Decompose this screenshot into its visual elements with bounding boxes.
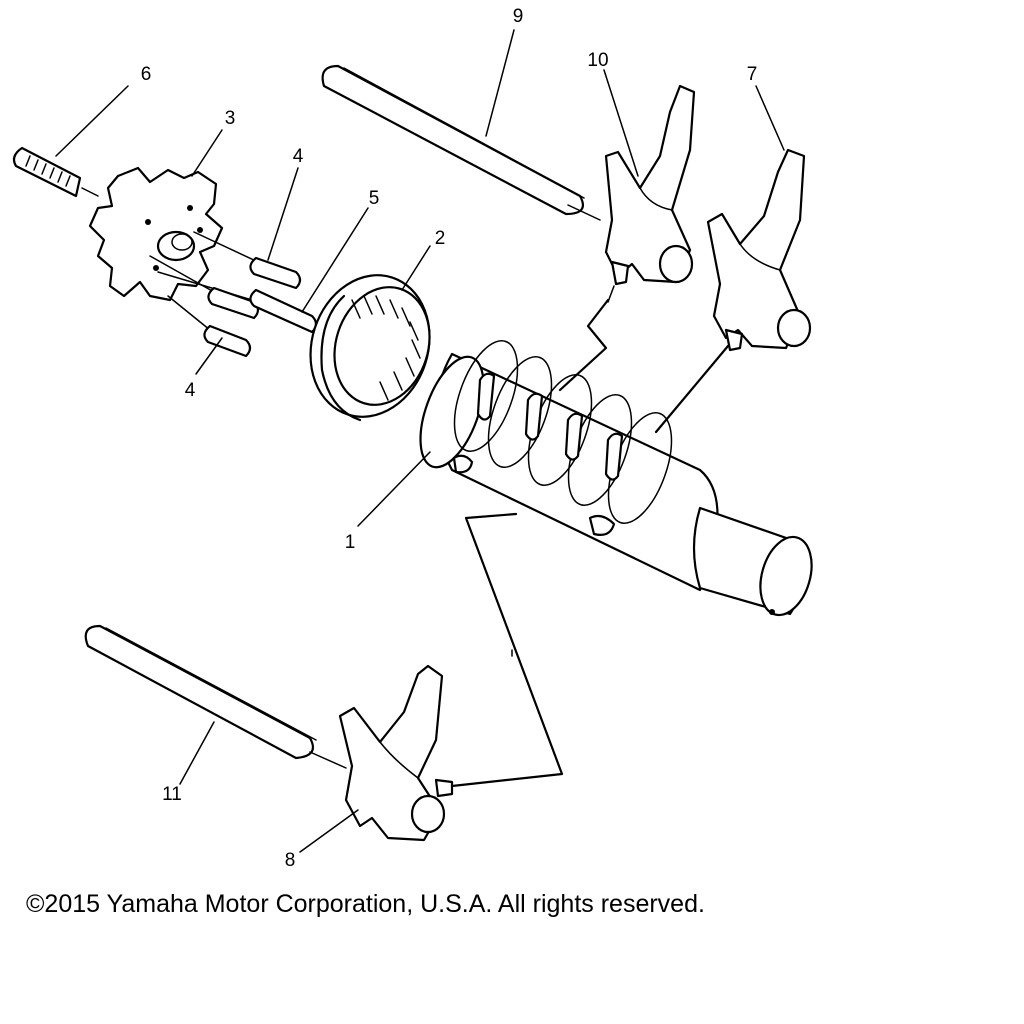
callout-4-upper: 4 (293, 146, 304, 167)
leader-5 (301, 207, 369, 313)
callout-10: 9 (513, 6, 524, 27)
shift-fork-8[interactable] (338, 664, 454, 842)
callout-8: 8 (285, 850, 296, 871)
leader-9 (603, 69, 639, 177)
leader-3 (191, 129, 223, 177)
shift-rod-lower[interactable] (84, 624, 347, 769)
leader-7 (755, 85, 785, 151)
callout-1: 1 (345, 532, 356, 553)
callout-7: 7 (747, 64, 758, 85)
shift-drum-segment[interactable] (88, 166, 259, 331)
callout-6: 6 (141, 64, 152, 85)
segment-screw[interactable] (12, 146, 99, 198)
leader-8 (299, 809, 359, 853)
dowel-pin-lower[interactable] (203, 324, 252, 358)
callout-11: 11 (162, 784, 182, 805)
leader-11 (179, 721, 215, 785)
leader-4-upper (267, 167, 299, 261)
callout-5: 5 (369, 188, 380, 209)
callout-4-lower: 4 (185, 380, 196, 401)
leader-2 (401, 245, 431, 291)
copyright-notice: ©2015 Yamaha Motor Corporation, U.S.A. A… (26, 890, 705, 918)
shift-fork-7[interactable] (706, 148, 812, 352)
exploded-parts-diagram: 9 6 3 4 5 2 10 7 4 1 11 8 (12, 6, 820, 871)
long-pin[interactable] (249, 288, 318, 334)
shift-fork-9[interactable] (604, 84, 696, 303)
dowel-pin-upper[interactable] (249, 256, 302, 290)
callout-3: 3 (225, 108, 236, 129)
callout-2: 2 (435, 228, 446, 249)
needle-bearing[interactable] (293, 260, 448, 433)
leader-10 (485, 29, 515, 137)
shift-rod-upper[interactable] (321, 64, 601, 221)
shift-drum[interactable] (408, 333, 820, 621)
leader-1 (357, 451, 431, 527)
leader-6 (55, 85, 129, 157)
callout-9: 10 (587, 50, 608, 71)
leader-4-lower (195, 337, 223, 375)
